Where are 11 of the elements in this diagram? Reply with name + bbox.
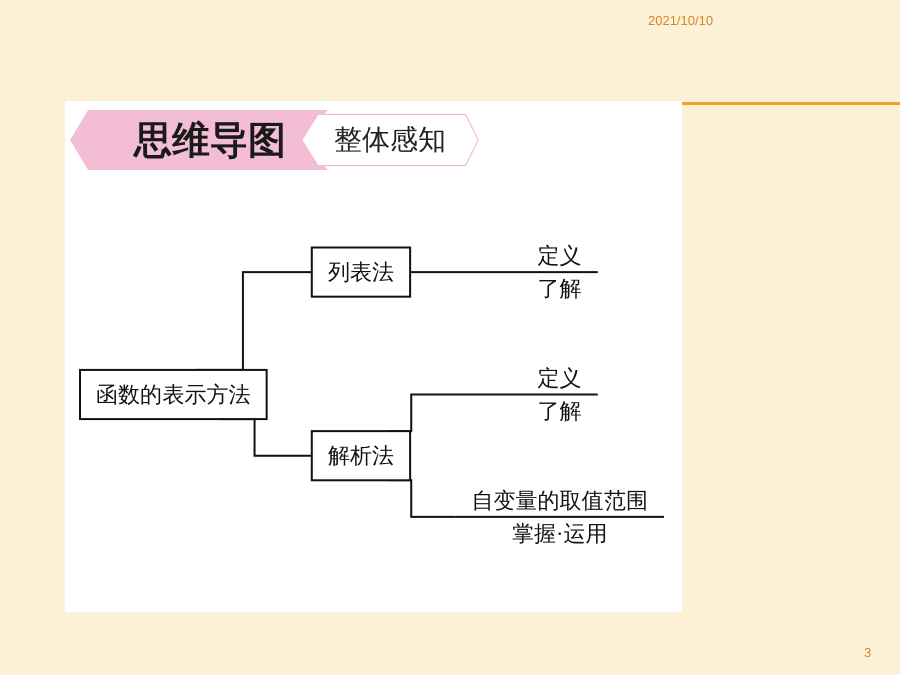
date-text: 2021/10/10 xyxy=(648,13,714,28)
node-text: 定义 了解 xyxy=(538,365,582,424)
node-text: 自变量的取值范围 掌握·运用 xyxy=(471,488,648,546)
node-box: 函数的表示方法 xyxy=(79,368,268,420)
node-box: 列表法 xyxy=(310,246,412,298)
node-box: 解析法 xyxy=(310,430,412,482)
subheading-tag: 整体感知 xyxy=(300,113,480,167)
page-number: 3 xyxy=(864,645,872,660)
connector xyxy=(410,271,522,274)
heading-tag: 思维导图 xyxy=(70,110,328,170)
node-text: 定义 了解 xyxy=(538,242,582,302)
